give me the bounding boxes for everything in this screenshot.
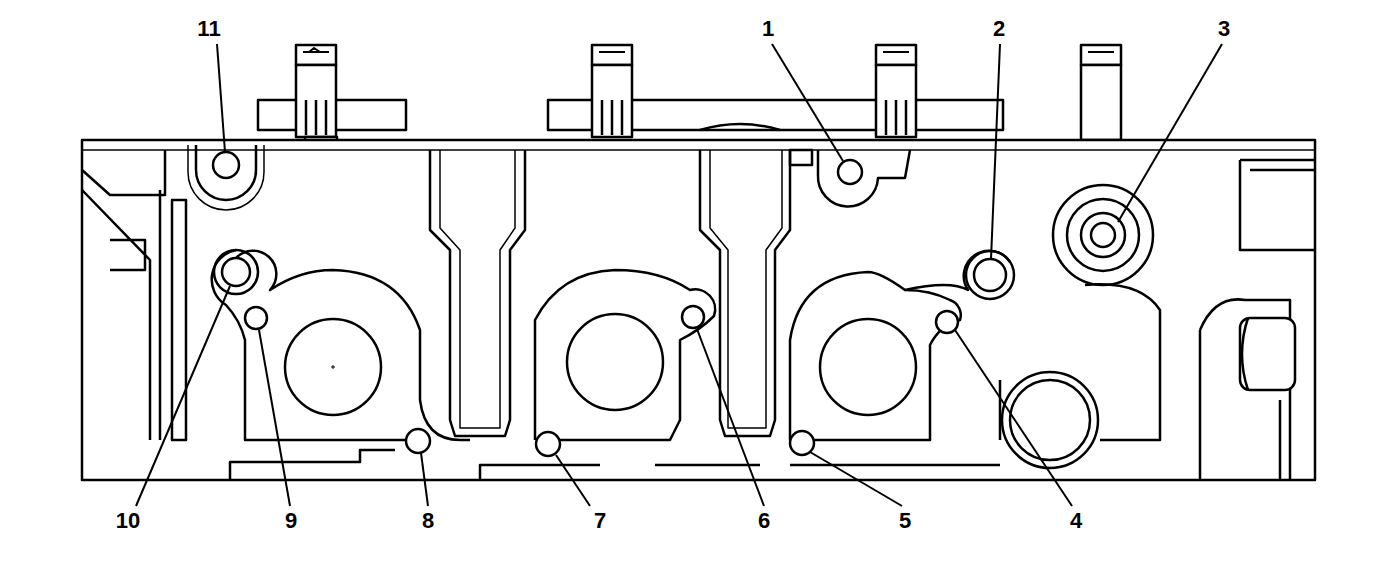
leader-lines: [136, 44, 1222, 506]
callout-number: 1: [762, 18, 774, 40]
callout-number: 8: [422, 510, 434, 532]
callout-number: 5: [899, 510, 911, 532]
callout-number: 10: [116, 510, 140, 532]
callout-number: 6: [758, 510, 770, 532]
callout-number: 2: [993, 18, 1005, 40]
callout-number: 7: [594, 510, 606, 532]
callout-number: 11: [197, 18, 220, 40]
callout-number: 9: [285, 510, 297, 532]
callout-number: 3: [1218, 18, 1230, 40]
callout-number: 4: [1070, 510, 1082, 532]
